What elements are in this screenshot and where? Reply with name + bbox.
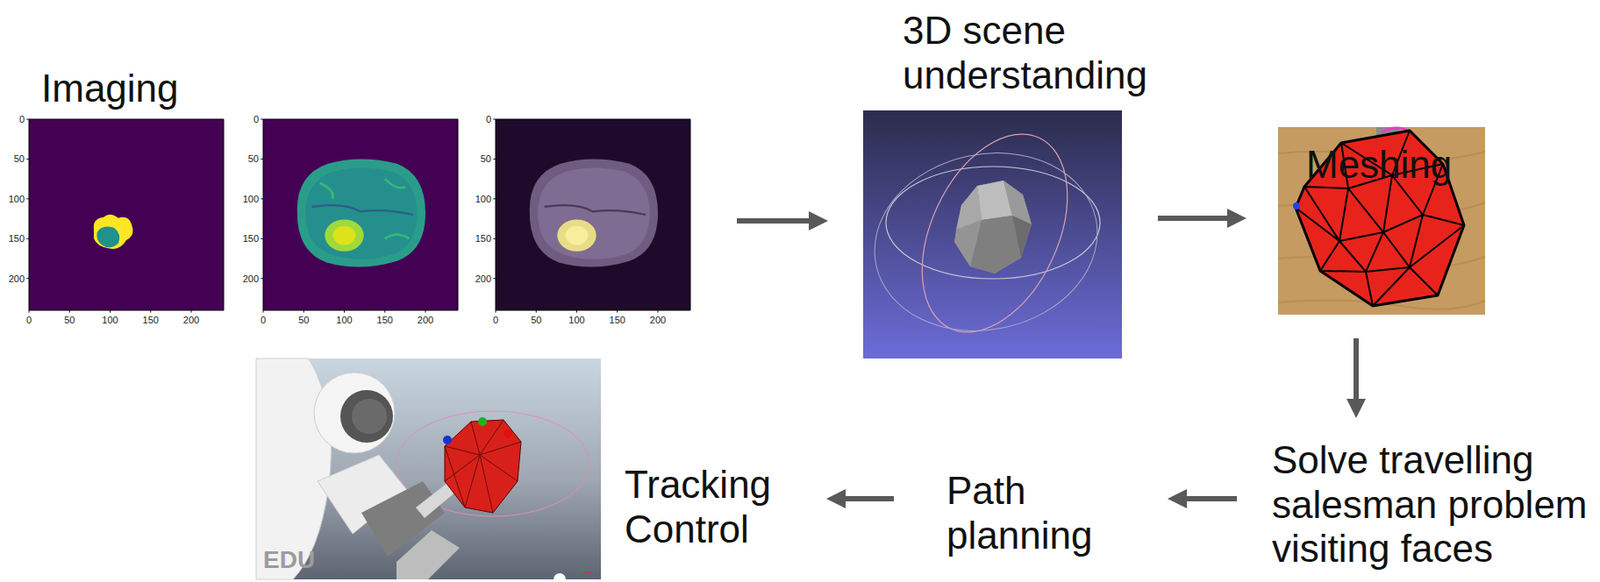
arrow-shaft xyxy=(736,218,811,224)
axis-tick-label: 200 xyxy=(475,273,492,285)
flow-arrow xyxy=(1346,338,1366,419)
stage-label: Solve travelling salesman problem visiti… xyxy=(1271,438,1595,572)
axis-tick-label: 100 xyxy=(568,314,585,326)
stage-label: 3D scene understanding xyxy=(902,8,1153,98)
arrow-shaft xyxy=(1185,496,1237,502)
overlay-plot xyxy=(495,119,691,311)
axis-tick-label: 50 xyxy=(530,314,542,326)
axis-tick-label: 100 xyxy=(475,193,492,205)
axis-tick-label: 150 xyxy=(142,314,159,326)
flow-arrow xyxy=(1157,208,1247,229)
axis-tick-label: 150 xyxy=(377,314,393,326)
axis-tick-label: 50 xyxy=(248,153,259,165)
flow-arrow xyxy=(736,211,829,231)
axis-tick-label: 100 xyxy=(101,314,118,326)
axis-tick-label: 0 xyxy=(19,114,25,125)
axis-tick-label: 50 xyxy=(14,153,25,165)
axis-tick-label: 100 xyxy=(335,314,352,326)
axis-tick-label: 150 xyxy=(242,233,259,244)
mask-plot xyxy=(28,119,224,311)
axis-tick-label: 50 xyxy=(64,314,75,326)
arrow-shaft xyxy=(843,496,894,502)
axis-tick-label: 150 xyxy=(475,233,492,244)
axis-tick-label: 150 xyxy=(609,314,626,326)
imaging-stage: Imaging xyxy=(28,66,691,311)
axis-tick-label: 100 xyxy=(242,193,259,205)
arrow-shaft xyxy=(1157,215,1229,222)
axis-tick-label: 200 xyxy=(417,314,434,326)
watermark: EDU xyxy=(263,547,315,575)
axis-tick-label: 0 xyxy=(485,114,492,125)
arrow-head xyxy=(1227,208,1247,229)
scene-render xyxy=(863,110,1122,359)
axis-tick-label: 0 xyxy=(253,114,259,125)
axis-tick-label: 0 xyxy=(26,314,32,326)
stage-label: Path planning xyxy=(946,469,1122,558)
axis-tick-label: 200 xyxy=(242,273,259,285)
arrow-head xyxy=(826,489,846,509)
axis-tick-label: 100 xyxy=(8,193,25,205)
scene-stage: 3D scene understanding xyxy=(863,8,1153,359)
arrow-shaft xyxy=(1353,338,1359,401)
axis-tick-label: 200 xyxy=(183,314,200,326)
arrow-head xyxy=(1346,399,1366,419)
stage-label: Meshing xyxy=(1306,142,1452,188)
planning-step: Path planning xyxy=(946,469,1124,561)
arrow-head xyxy=(808,211,829,231)
axis-tick-label: 200 xyxy=(8,273,25,285)
tsp-step: Solve travelling salesman problem visiti… xyxy=(1271,438,1597,574)
axis-tick-label: 0 xyxy=(260,314,266,326)
stage-label: Tracking Control xyxy=(624,463,800,552)
arrow-head xyxy=(1167,489,1187,509)
tracking-step: Tracking Control xyxy=(624,463,802,555)
axis-tick-label: 0 xyxy=(492,314,499,326)
meshing-stage: Meshing xyxy=(1278,127,1486,315)
axis-tick-label: 50 xyxy=(480,153,492,165)
mri-plot xyxy=(263,119,458,311)
flow-arrow xyxy=(826,489,894,509)
axis-tick-label: 200 xyxy=(650,314,666,326)
axis-tick-label: 150 xyxy=(8,233,25,244)
axis-tick-label: 50 xyxy=(298,314,309,326)
flow-arrow xyxy=(1167,489,1237,509)
stage-label: Imaging xyxy=(41,66,179,112)
